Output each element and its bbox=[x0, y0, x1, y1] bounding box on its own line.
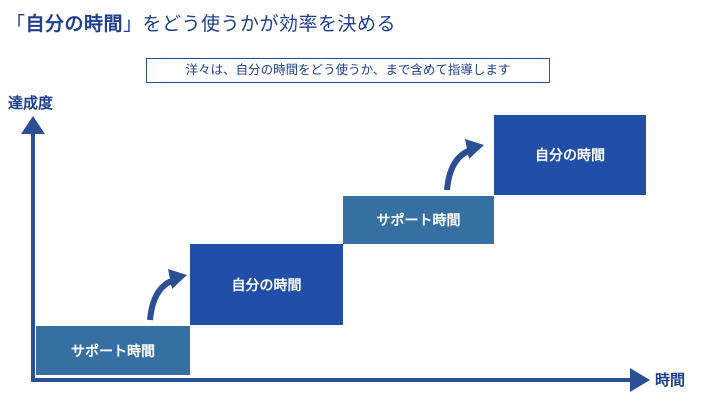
curved-arrow-2 bbox=[444, 147, 473, 191]
step-own-time-2: 自分の時間 bbox=[494, 115, 646, 195]
page-title: 「自分の時間」をどう使うかが効率を決める bbox=[6, 9, 396, 36]
subtitle-box: 洋々は、自分の時間をどう使うか、まで含めて指導します bbox=[146, 58, 550, 83]
curved-arrow-2-head bbox=[465, 139, 484, 159]
title-close-bracket: 」 bbox=[123, 13, 143, 35]
title-highlight: 自分の時間 bbox=[25, 13, 124, 35]
x-axis-label: 時間 bbox=[655, 371, 686, 389]
curved-arrow-1 bbox=[147, 277, 176, 321]
title-rest: をどう使うかが効率を決める bbox=[142, 13, 397, 35]
title-open-bracket: 「 bbox=[6, 13, 26, 35]
y-axis-arrowhead bbox=[21, 116, 45, 134]
x-axis-arrowhead bbox=[630, 368, 650, 392]
step-support-time-2: サポート時間 bbox=[343, 196, 494, 244]
y-axis-label: 達成度 bbox=[8, 94, 54, 112]
curved-arrow-1-head bbox=[168, 269, 187, 289]
step-own-time-1: 自分の時間 bbox=[190, 244, 343, 325]
step-support-time-1: サポート時間 bbox=[36, 326, 190, 375]
